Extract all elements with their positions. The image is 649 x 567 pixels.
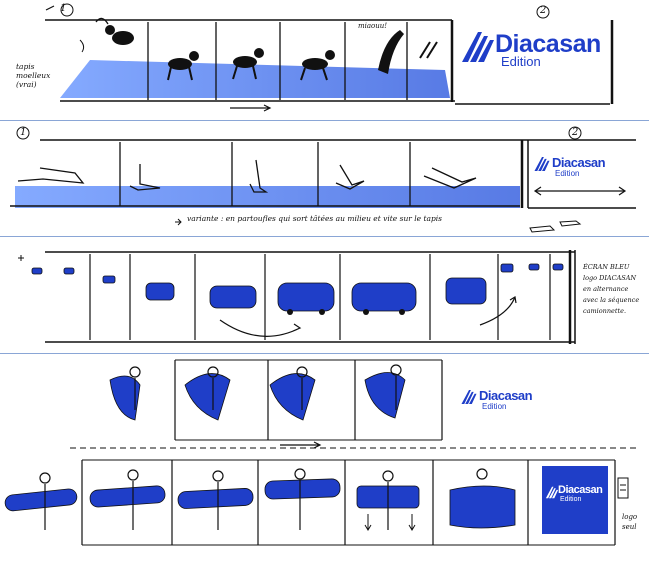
- note-ecran-bleu: ÉCRAN BLEU logo DIACASAN en alternance a…: [583, 263, 640, 315]
- arrow-down-icon: [408, 514, 416, 531]
- circle-marker-icon: [16, 126, 30, 140]
- man-icon: [129, 364, 402, 410]
- scene-marker: 2: [540, 5, 547, 16]
- arrow-curve-icon: [479, 296, 517, 326]
- cat-icon: [378, 30, 404, 74]
- logo-sub: Edition: [555, 169, 580, 178]
- cat-icon: [232, 48, 264, 80]
- arrow-down-icon: [364, 514, 372, 531]
- logo-brand: Diacasan: [479, 388, 533, 403]
- logo-sub: Edition: [482, 402, 507, 411]
- diacasan-mark-icon: [460, 30, 496, 68]
- scene-marker: 2: [572, 127, 579, 138]
- slippers-icon: [529, 220, 582, 233]
- note-miaou: miaouu!: [358, 22, 388, 30]
- logo-brand: Diacasan: [558, 484, 603, 496]
- diacasan-logo: Diacasan Edition: [460, 386, 545, 416]
- cat-icon: [300, 50, 335, 81]
- row3-van-sequence: [18, 250, 576, 344]
- star-marker-icon: [18, 255, 24, 261]
- cat-icon: [79, 17, 134, 53]
- row2-feet-sequence: [10, 126, 636, 233]
- diacasan-logo: Diacasan Edition: [457, 24, 605, 100]
- diacasan-mark-icon: [533, 156, 551, 176]
- scene-marker: 1: [20, 127, 27, 138]
- logo-sub: Edition: [560, 496, 582, 503]
- logo-brand: Diacasan: [495, 30, 601, 58]
- row4-cloth-sequence: [70, 359, 640, 449]
- row5-roll-sequence: [4, 459, 629, 546]
- diacasan-mark-icon: [545, 484, 559, 503]
- row-separator: [0, 120, 649, 121]
- double-arrow-icon: [533, 186, 627, 196]
- foot-icon: [17, 159, 477, 193]
- carpet: [15, 186, 520, 208]
- diacasan-logo: Diacasan Edition: [533, 153, 615, 183]
- circle-marker-icon: [536, 5, 550, 19]
- circle-marker-icon: [568, 126, 582, 140]
- wheel-icon: [287, 309, 405, 315]
- arrow-curve-icon: [219, 319, 302, 337]
- mini-frame-icon: [617, 477, 629, 499]
- man-icon: [39, 468, 488, 530]
- star-marker-icon: [45, 5, 55, 11]
- row-separator: [0, 353, 649, 354]
- row1-cat-sequence: [45, 3, 614, 112]
- diacasan-mark-icon: [460, 389, 478, 409]
- van-icon: [31, 263, 564, 312]
- logo-brand: Diacasan: [552, 155, 606, 170]
- logo-sub: Edition: [501, 54, 541, 69]
- slash-marks: [419, 41, 438, 59]
- arrow-right-icon: [280, 441, 322, 449]
- note-variante: variante : en partoufles qui sort tâtées…: [187, 214, 443, 223]
- note-tapis: tapis moelleux (vrai): [16, 62, 51, 89]
- scene-marker: 1: [60, 3, 67, 14]
- blue-cloth-icon: [109, 372, 406, 421]
- cat-icon: [167, 51, 199, 81]
- arrow-right-icon: [175, 218, 182, 226]
- carpet-roll-icon: [4, 478, 516, 529]
- row-separator: [0, 236, 649, 237]
- diacasan-logo-blue-screen: Diacasan Edition: [542, 466, 608, 534]
- arrow-right-icon: [230, 104, 272, 112]
- circle-marker-icon: [60, 3, 74, 17]
- note-logo-seul: logo seul: [622, 513, 638, 531]
